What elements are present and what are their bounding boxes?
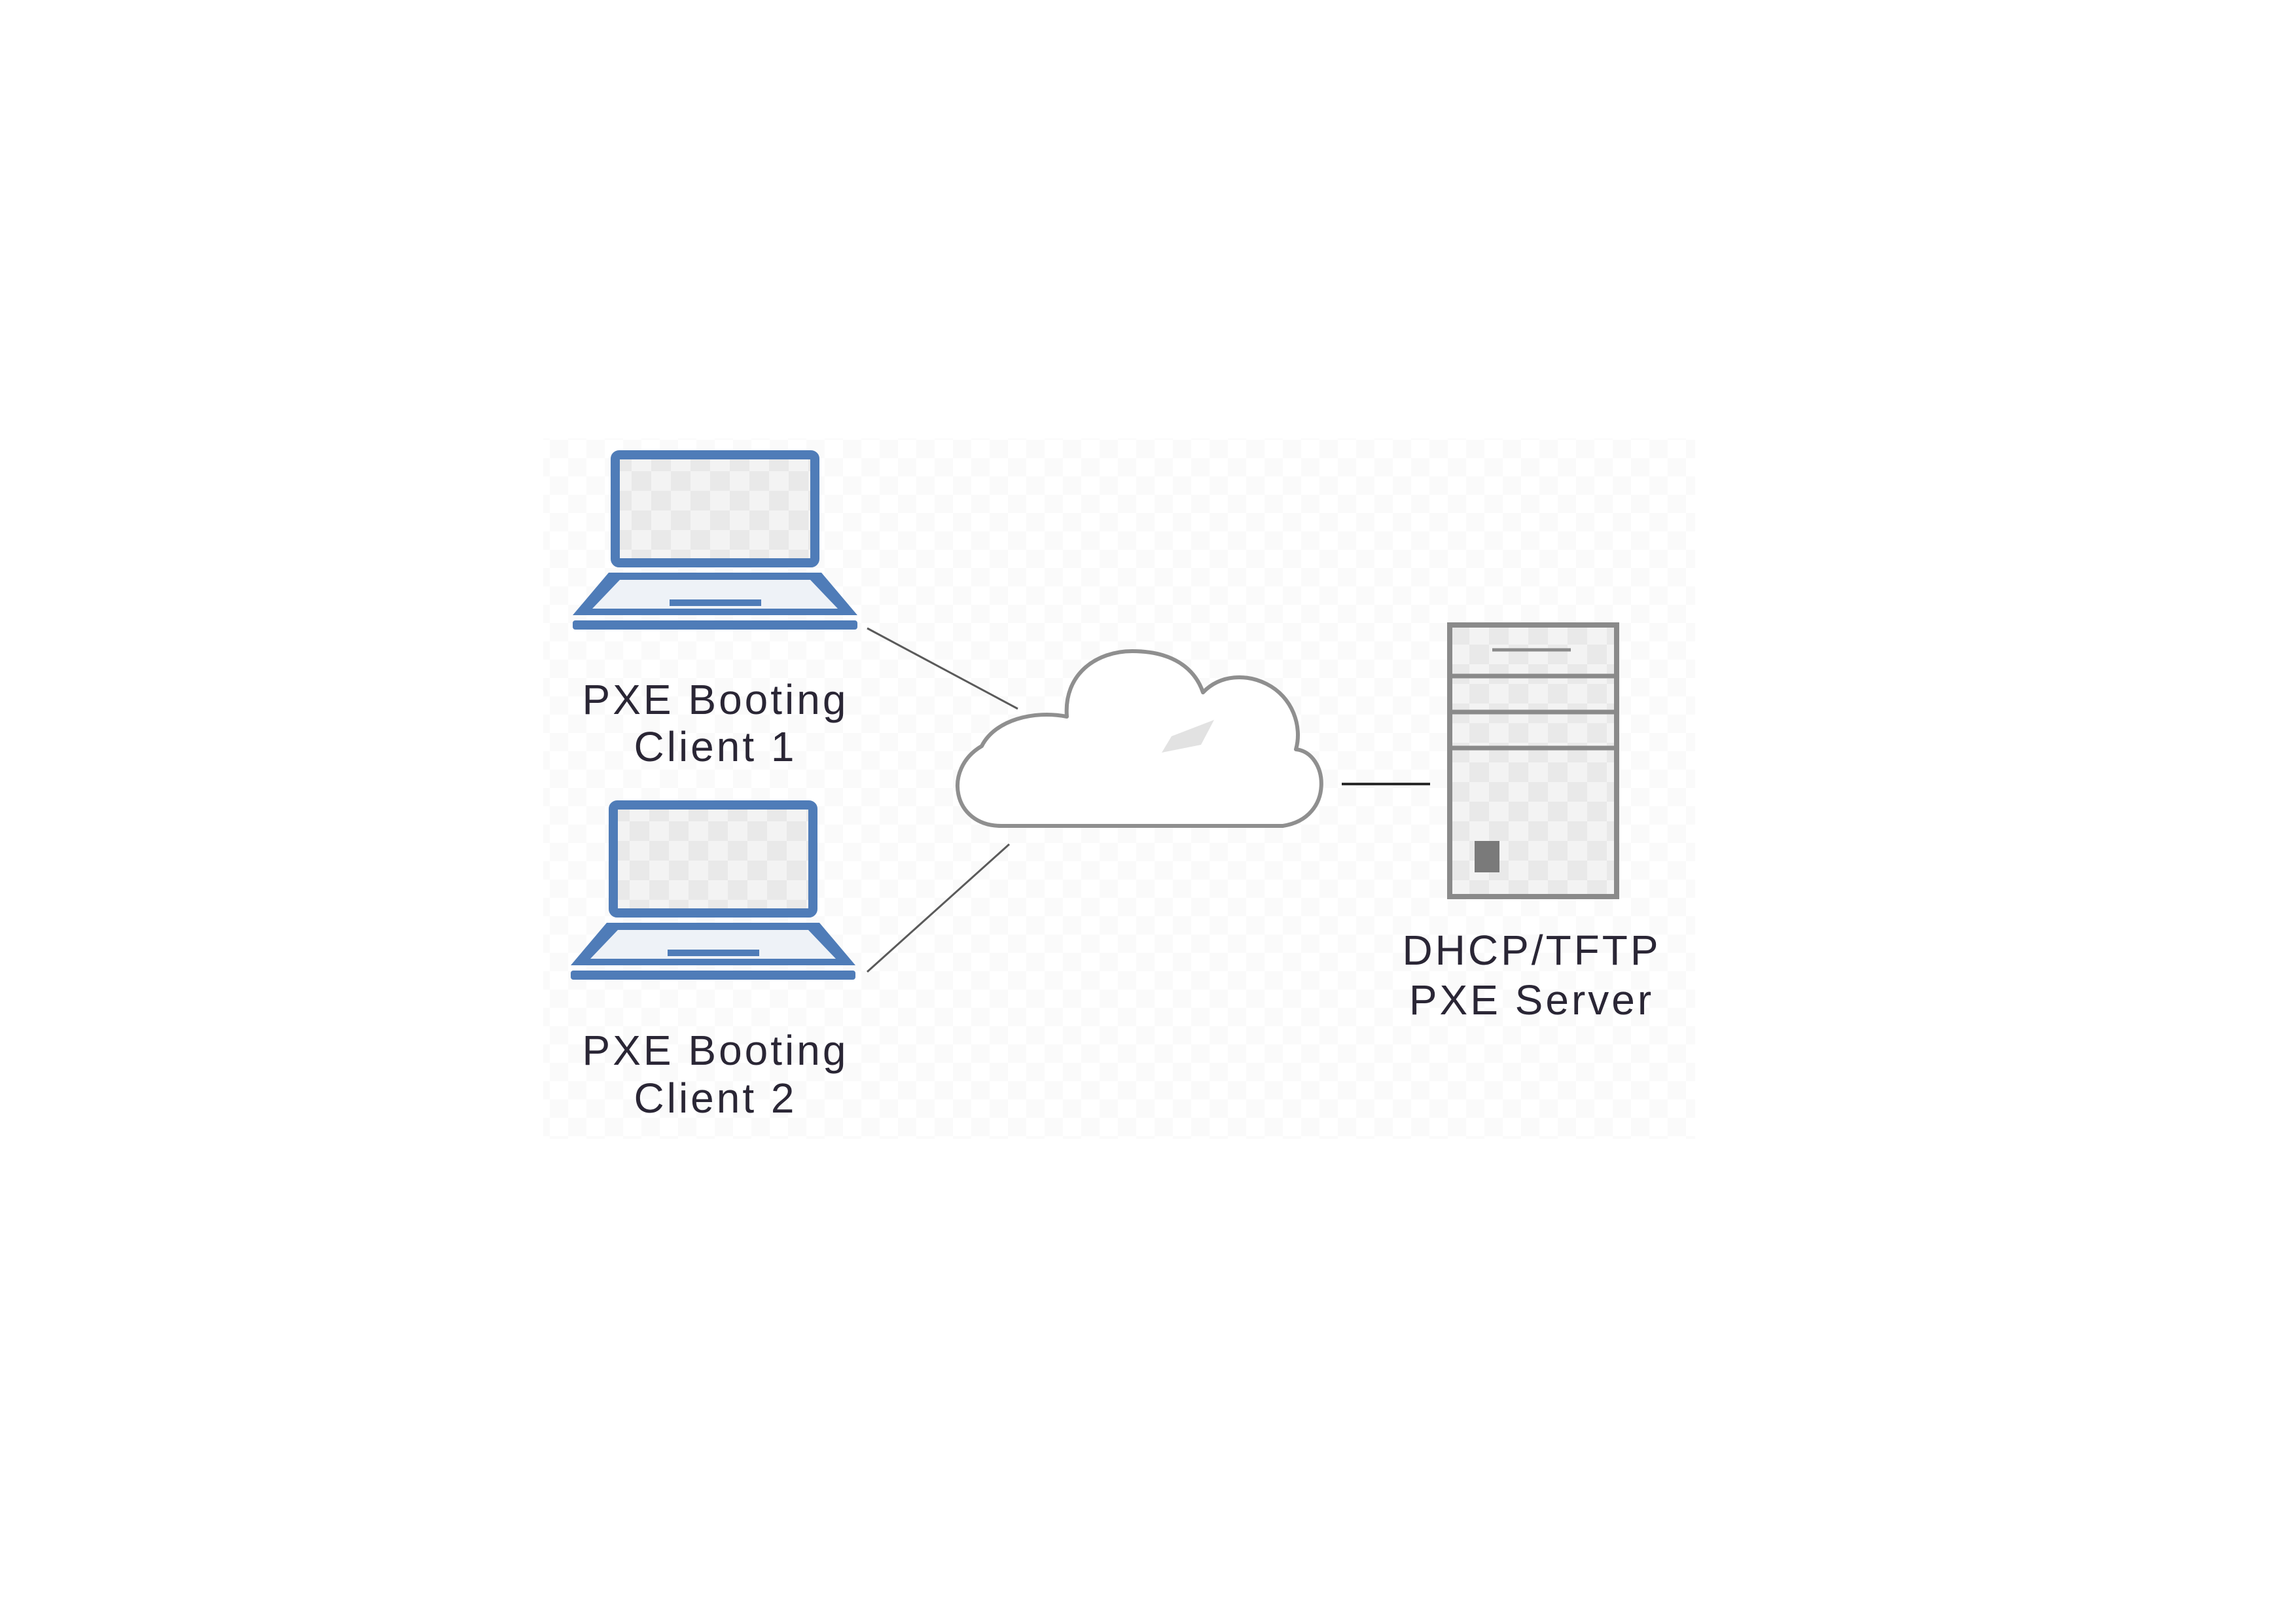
laptop-keyboard-surface	[592, 580, 838, 609]
client-2-label-line-1: PXE Booting	[583, 1027, 849, 1074]
client-2-label-line-2: Client 2	[634, 1075, 797, 1122]
laptop-icon	[571, 800, 855, 980]
cloud-outline	[956, 649, 1323, 828]
laptop-icon	[573, 450, 857, 630]
client-2-label: PXE Booting Client 2	[583, 1027, 849, 1122]
laptop-keyboard-surface	[590, 930, 836, 959]
edge-client-1-to-network	[867, 627, 1018, 710]
client-1-label-line-1: PXE Booting	[583, 676, 849, 723]
cloud-icon	[956, 649, 1323, 828]
laptop-bottom-edge	[571, 971, 855, 980]
client-1-label-line-2: Client 1	[634, 723, 797, 770]
laptop-screen	[611, 450, 819, 567]
server-power-button	[1475, 841, 1499, 872]
server-tower-icon	[1447, 622, 1619, 899]
client-1-label: PXE Booting Client 1	[583, 676, 849, 770]
server-label: DHCP/TFTP PXE Server	[1402, 927, 1660, 1024]
edge-client-2-to-network	[866, 843, 1011, 973]
laptop-screen	[609, 800, 817, 918]
server-label-line-1: DHCP/TFTP	[1402, 927, 1660, 974]
server-body	[1447, 622, 1619, 899]
laptop-trackpad	[670, 599, 761, 606]
laptop-bottom-edge	[573, 620, 857, 630]
connector-lines	[866, 627, 1430, 973]
server-label-line-2: PXE Server	[1409, 976, 1654, 1024]
cloud-sparkle	[1162, 720, 1214, 753]
laptop-trackpad	[668, 950, 759, 956]
